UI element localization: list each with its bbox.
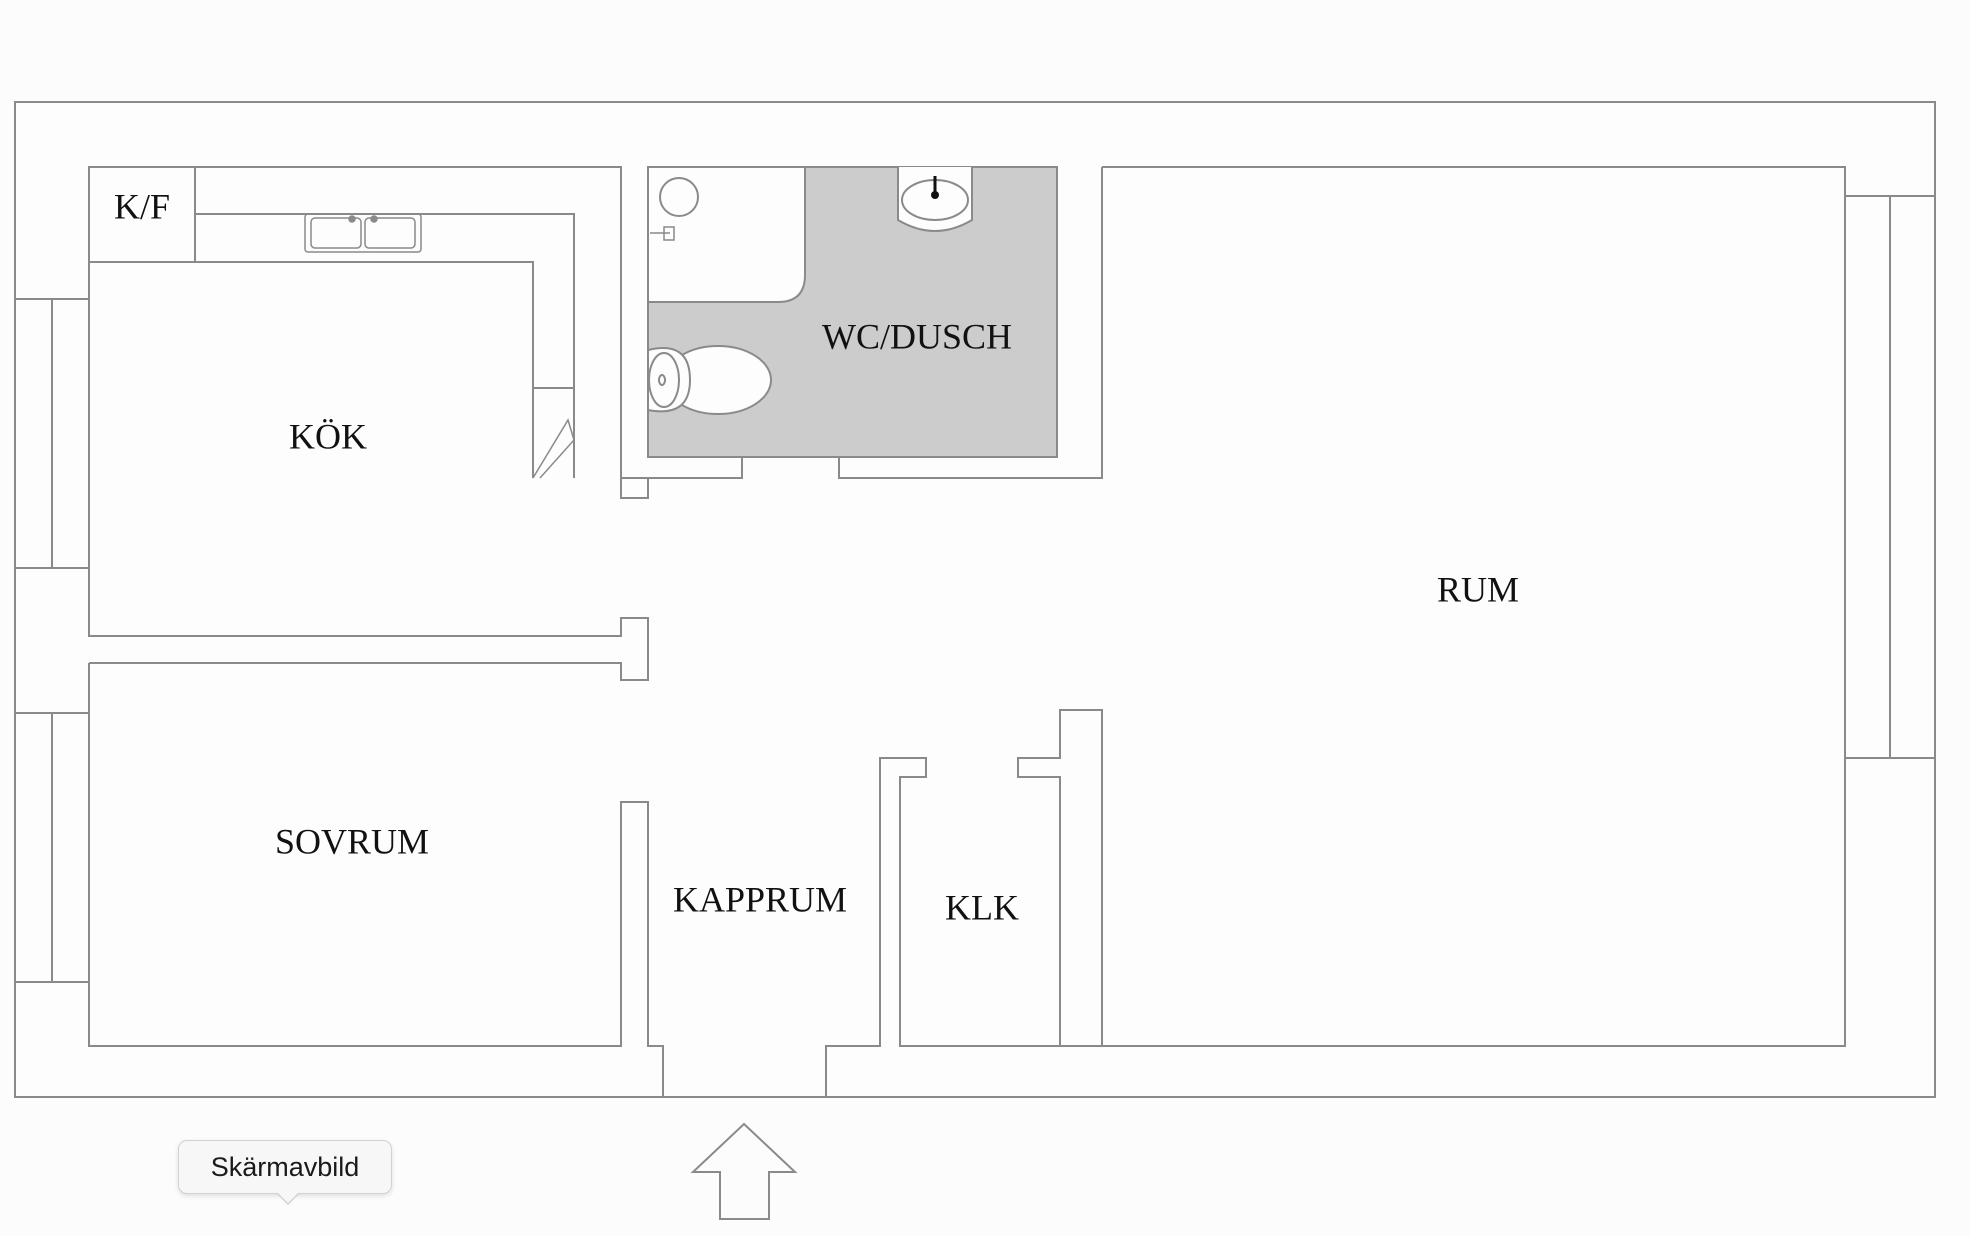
tooltip-text: Skärmavbild: [210, 1151, 360, 1182]
tooltip-tail-inner: [277, 1192, 299, 1203]
shower-tap-icon: [650, 226, 675, 241]
kf-box: [88, 166, 196, 263]
room-label-wc: WC/DUSCH: [822, 316, 1012, 356]
room-label-kf: K/F: [114, 186, 170, 226]
bathroom-walls: [647, 167, 1103, 498]
room-label-rum: RUM: [1437, 569, 1519, 609]
counter-door-icon: [532, 418, 575, 479]
kitchen-sink-icon: [304, 213, 422, 253]
rum-walls: [1017, 166, 1846, 1047]
arrow-up-icon: [690, 1122, 798, 1220]
room-label-sovrum: SOVRUM: [275, 821, 429, 861]
room-label-kok: KÖK: [289, 416, 367, 456]
sovrum-walls: [88, 663, 664, 1097]
room-label-kapprum: KAPPRUM: [673, 879, 847, 919]
tooltip: Skärmavbild: [178, 1140, 392, 1194]
toilet-icon: [647, 345, 772, 415]
window-kok: [15, 298, 90, 569]
window-sovrum: [15, 712, 90, 983]
shower-icon: [659, 177, 699, 217]
kapprum-walls: [825, 757, 1060, 1097]
washbasin-icon: [897, 167, 973, 232]
room-label-klk: KLK: [945, 887, 1019, 927]
window-rum: [1845, 195, 1935, 759]
